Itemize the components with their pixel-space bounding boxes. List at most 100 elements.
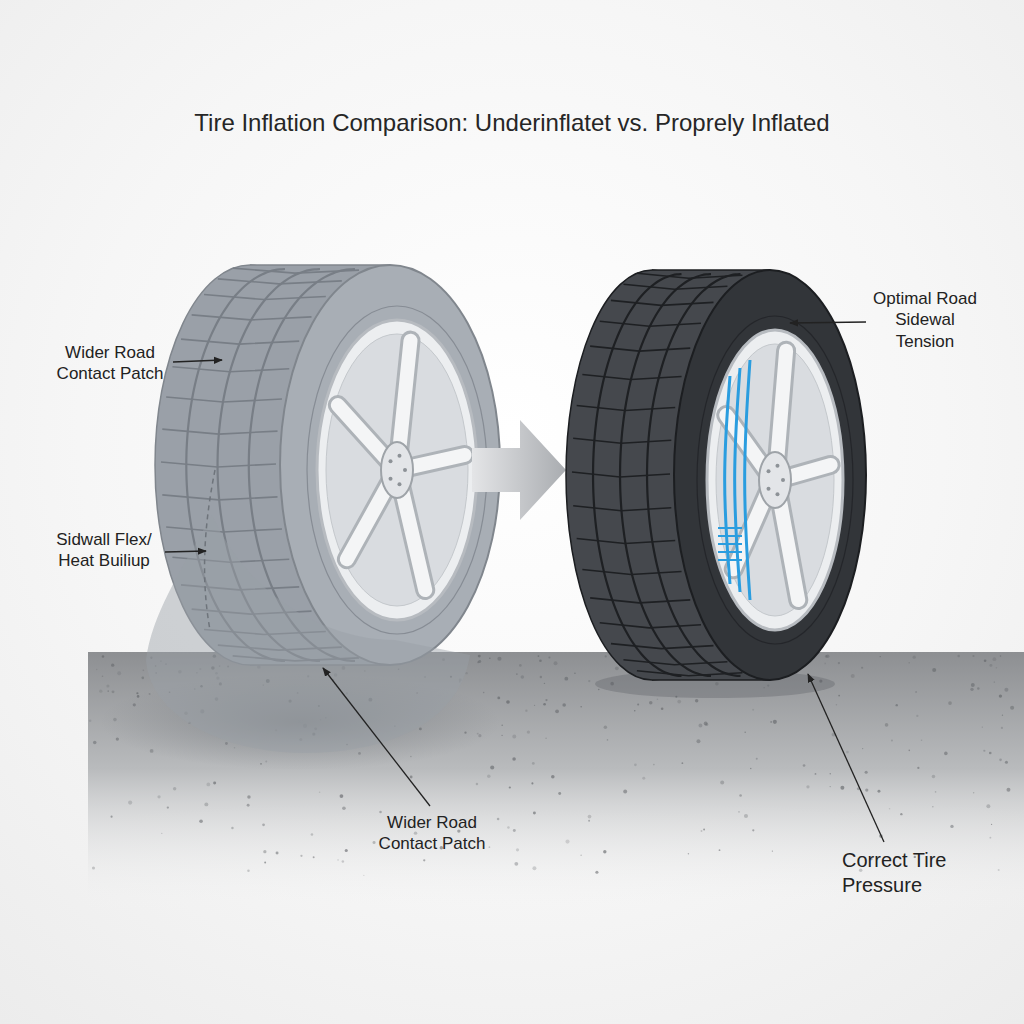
road-speck — [410, 776, 413, 779]
road-speck — [623, 790, 627, 794]
road-speck — [509, 786, 511, 788]
road-speck — [703, 829, 705, 831]
road-speck — [607, 739, 609, 741]
road-speck — [994, 681, 996, 683]
rim-spoke — [347, 482, 390, 559]
tread-sipe — [166, 527, 282, 532]
road-speck — [999, 694, 1002, 697]
road-speck — [908, 750, 910, 752]
road-speck — [263, 850, 266, 853]
road-speck — [744, 814, 748, 818]
road-speck — [532, 866, 536, 870]
road-speck — [501, 724, 502, 725]
underinflated-tire — [155, 265, 500, 665]
lug-nut — [397, 454, 401, 458]
road-speck — [117, 671, 121, 675]
tread-sipe — [623, 284, 727, 289]
tread-sipe — [600, 623, 701, 628]
road-speck — [423, 859, 425, 861]
road-speck — [705, 723, 708, 726]
road-speck — [642, 777, 645, 780]
tread-sipe — [572, 472, 670, 477]
rim-spoke — [407, 455, 465, 468]
road-speck — [512, 757, 516, 761]
road-speck — [770, 721, 772, 723]
road-speck — [588, 680, 590, 682]
rim — [707, 330, 843, 630]
road-speck — [525, 709, 527, 711]
sidewall-ring — [697, 316, 853, 644]
road-speck — [935, 791, 937, 793]
road-speck — [838, 695, 840, 697]
road-speck — [106, 684, 109, 687]
road-speck — [497, 657, 501, 661]
road-speck — [699, 724, 703, 728]
road-speck — [815, 773, 817, 775]
road-speck — [772, 850, 773, 851]
road-speck — [311, 833, 314, 836]
road-speck — [862, 748, 863, 749]
sidewall-ring — [307, 306, 487, 634]
road-speck — [548, 656, 550, 658]
lug-nut — [775, 464, 779, 468]
tread-sipe — [233, 268, 359, 273]
road-speck — [173, 787, 176, 790]
road-speck — [558, 792, 561, 795]
road-speck — [501, 735, 502, 736]
road-speck — [313, 856, 315, 858]
road-speck — [580, 706, 582, 708]
leader-line — [165, 551, 206, 552]
road-speck — [102, 655, 104, 657]
comparison-arrow — [472, 420, 566, 520]
road-speck — [824, 663, 826, 665]
road-speck — [483, 692, 485, 694]
road-speck — [846, 751, 849, 754]
tread-sipe — [623, 660, 727, 665]
road-speck — [534, 705, 535, 706]
road-speck — [506, 700, 510, 704]
rim — [317, 320, 477, 620]
sidewall-bulge — [146, 515, 470, 753]
road-speck — [598, 689, 600, 691]
road-speck — [110, 816, 112, 818]
road-speck — [161, 833, 162, 834]
road-speck — [580, 854, 581, 855]
road-speck — [932, 775, 936, 779]
road-speck — [605, 655, 607, 657]
road-speck — [891, 739, 893, 741]
road-speck — [478, 655, 481, 658]
road-speck — [1006, 788, 1010, 792]
rim-spoke — [399, 341, 411, 453]
road-speck — [99, 690, 102, 693]
road-speck — [342, 806, 346, 810]
tread-sipe — [577, 539, 676, 544]
road-speck — [604, 726, 607, 729]
tension-line — [745, 360, 750, 600]
road-speck — [507, 826, 510, 829]
road-speck — [750, 768, 751, 769]
road-speck — [634, 763, 637, 766]
road-speck — [107, 690, 109, 692]
lug-nut — [775, 492, 779, 496]
road-speck — [497, 818, 500, 821]
road-speck — [516, 673, 518, 675]
road-speck — [889, 808, 890, 809]
road-speck — [993, 657, 997, 661]
road-speck — [128, 800, 132, 804]
leader-line — [808, 674, 884, 842]
road-speck — [826, 654, 830, 658]
road-speck — [102, 675, 104, 677]
road-speck — [1001, 727, 1003, 729]
road-speck — [247, 795, 250, 798]
road-speck — [840, 786, 844, 790]
tread-sipe — [573, 506, 671, 511]
road-speck — [276, 852, 279, 855]
road-speck — [521, 675, 525, 679]
road-speck — [588, 815, 592, 819]
road-speck — [533, 811, 536, 814]
road-speck — [989, 664, 992, 667]
lug-nut — [397, 482, 401, 486]
flex-line — [205, 470, 215, 630]
tread-sipe — [582, 570, 681, 575]
road-speck — [806, 785, 809, 788]
